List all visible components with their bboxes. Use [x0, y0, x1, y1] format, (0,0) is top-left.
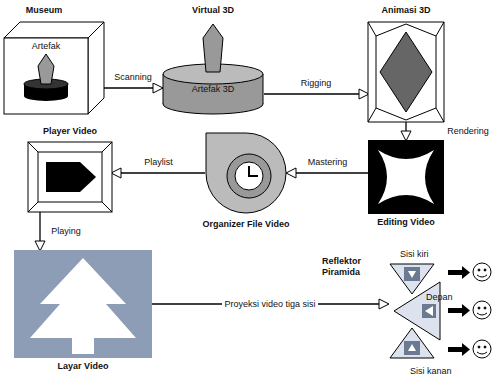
shape-outline	[162, 24, 264, 116]
video-screen: Layar Video	[14, 250, 152, 358]
viewer-faces	[473, 263, 491, 358]
side-label: Depan	[426, 292, 453, 303]
shape-outline	[28, 142, 112, 212]
node-title: Animasi 3D	[381, 5, 430, 16]
museum-cube: MuseumArtefak	[4, 22, 104, 114]
virtual-cylinder: Virtual 3DArtefak 3D	[162, 24, 264, 116]
node-text: Artefak 3D	[192, 84, 235, 95]
node-title: Reflektor Piramida	[322, 256, 380, 278]
flow-arrow	[264, 93, 368, 94]
flow-arrow	[287, 172, 368, 173]
node-title: Virtual 3D	[192, 5, 234, 16]
node-title: Museum	[26, 5, 63, 16]
shape-outline	[4, 22, 104, 114]
flow-arrow	[39, 212, 40, 250]
shape-outline	[205, 132, 287, 214]
edge-label: Proyeksi video tiga sisi	[222, 299, 317, 310]
side-label: Sisi kiri	[400, 249, 429, 260]
flow-arrow	[405, 122, 406, 140]
node-title: Organizer File Video	[203, 219, 290, 230]
shape-outline	[388, 262, 442, 360]
node-title: Player Video	[43, 126, 97, 137]
flow-arrow	[104, 87, 162, 88]
flow-arrow	[112, 172, 205, 173]
edge-label: Playlist	[142, 157, 175, 168]
node-title: Editing Video	[377, 217, 434, 228]
animation-frame: Animasi 3D	[368, 22, 444, 122]
edge-label: Mastering	[306, 157, 350, 168]
shape-outline	[368, 22, 444, 122]
editing-square: Editing Video	[368, 140, 444, 214]
player-frame: Player Video	[28, 142, 112, 212]
edge-label: Rigging	[299, 78, 334, 89]
shape-outline	[14, 250, 152, 358]
organizer-blower: Organizer File Video	[205, 132, 287, 214]
shape-outline	[368, 140, 444, 214]
side-label: Sisi kanan	[410, 366, 452, 377]
viewer-arrows	[448, 266, 470, 356]
edge-label: Playing	[49, 226, 83, 237]
edge-label: Rendering	[445, 126, 491, 137]
node-text: Artefak	[32, 41, 61, 52]
node-title: Layar Video	[58, 361, 109, 372]
edge-label: Scanning	[112, 72, 154, 83]
pyramid-reflector: Reflektor Piramida	[388, 262, 442, 360]
